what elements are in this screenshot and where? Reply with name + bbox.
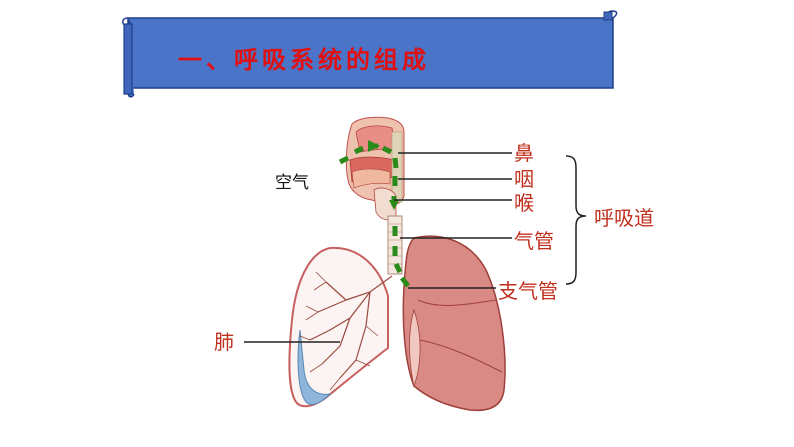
leader-lines [244,152,512,343]
title-banner: 一、呼吸系统的组成 [118,10,618,100]
label-nose: 鼻 [514,141,534,165]
air-label: 空气 [275,173,309,193]
right-lung [402,235,506,412]
airflow-arrow-icon [389,200,399,210]
label-respiratory-tract: 呼吸道 [594,206,654,230]
slide-title: 一、呼吸系统的组成 [178,45,430,74]
label-lung: 肺 [214,330,234,354]
trachea-tube [387,215,403,275]
label-trachea: 气管 [514,229,554,253]
left-lung-section [288,246,393,408]
label-pharynx: 咽 [514,167,534,191]
label-larynx: 喉 [514,191,534,215]
respiratory-tract-brace [565,155,587,285]
scroll-banner-shape [122,10,618,98]
airflow-arrow-icon [368,140,380,152]
label-bronchus: 支气管 [498,279,558,303]
